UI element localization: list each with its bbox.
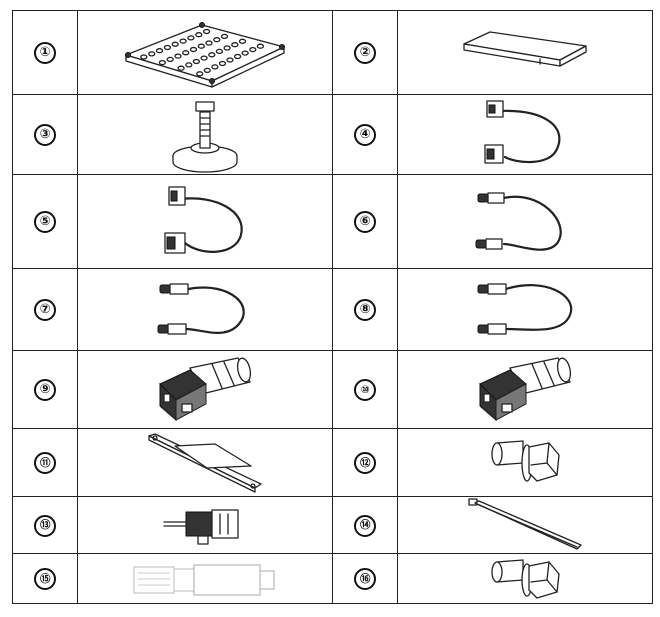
- part-label-15: ⑮: [34, 568, 56, 591]
- hex-bolt-icon: [491, 558, 560, 599]
- cable-tie-icon: [468, 498, 582, 550]
- part-number-cell: ⑪: [12, 428, 78, 497]
- part-label-12: ⑫: [354, 452, 376, 475]
- part-label-5: ⑤: [34, 210, 56, 233]
- part-image-cell: [77, 174, 333, 269]
- table-row: ⑤ ⑥: [12, 174, 653, 269]
- leveling-foot-icon: [172, 100, 238, 173]
- part-label-2: ②: [354, 41, 376, 64]
- part-label-13: ⑬: [34, 514, 56, 537]
- part-number-cell: ⑦: [12, 268, 78, 351]
- part-label-11: ⑪: [34, 452, 56, 475]
- part-image-cell: [77, 496, 333, 554]
- part-number-cell: ⑮: [12, 553, 78, 604]
- table-row: ⑮ ⑯: [12, 553, 653, 604]
- part-label-3: ③: [34, 123, 56, 146]
- part-number-cell: ⑫: [332, 428, 398, 497]
- usb-stick-icon: [133, 564, 275, 595]
- part-number-cell: ①: [12, 10, 78, 95]
- table-row: ⑦ ⑧: [12, 268, 653, 351]
- part-label-10: ⑩: [354, 379, 376, 402]
- part-number-cell: ④: [332, 94, 398, 175]
- plug-cable-icon: [477, 282, 573, 335]
- angled-motor-connector-icon: [159, 356, 252, 421]
- table-row: ③ ④: [12, 94, 653, 175]
- part-number-cell: ③: [12, 94, 78, 175]
- part-image-cell: [77, 350, 333, 429]
- part-number-cell: ⑥: [332, 174, 398, 269]
- table-row: ⑨ ⑩: [12, 350, 653, 429]
- mounting-bracket-icon: [148, 432, 262, 493]
- angled-motor-connector-icon: [479, 356, 572, 421]
- part-label-4: ④: [354, 123, 376, 146]
- part-image-cell: [77, 10, 333, 95]
- part-image-cell: [77, 553, 333, 604]
- table-row: ⑬ ⑭: [12, 496, 653, 554]
- terminal-connector-icon: [163, 509, 239, 545]
- part-label-8: ⑧: [354, 298, 376, 321]
- table-row: ⑪ ⑫: [12, 428, 653, 497]
- part-label-16: ⑯: [354, 568, 376, 591]
- part-number-cell: ⑨: [12, 350, 78, 429]
- part-label-9: ⑨: [34, 378, 56, 401]
- part-label-14: ⑭: [354, 514, 376, 537]
- part-label-1: ①: [34, 41, 56, 64]
- part-image-cell: [397, 428, 653, 497]
- part-image-cell: [397, 350, 653, 429]
- parts-table: ① ② ③: [12, 10, 653, 604]
- hex-bolt-icon: [491, 439, 560, 482]
- part-number-cell: ⑧: [332, 268, 398, 351]
- part-image-cell: [77, 94, 333, 175]
- part-image-cell: [397, 174, 653, 269]
- part-number-cell: ⑭: [332, 496, 398, 554]
- part-image-cell: [397, 496, 653, 554]
- part-image-cell: [77, 268, 333, 351]
- part-image-cell: [397, 10, 653, 95]
- plug-cable-icon: [475, 191, 562, 251]
- part-label-7: ⑦: [34, 298, 56, 321]
- part-image-cell: [77, 428, 333, 497]
- part-number-cell: ⑤: [12, 174, 78, 269]
- flat-plate-icon: [463, 30, 587, 67]
- connector-cable-icon: [484, 99, 561, 164]
- part-number-cell: ②: [332, 10, 398, 95]
- perforated-panel-icon: [125, 21, 285, 88]
- part-number-cell: ⑬: [12, 496, 78, 554]
- part-label-6: ⑥: [354, 210, 376, 233]
- part-number-cell: ⑯: [332, 553, 398, 604]
- part-number-cell: ⑩: [332, 350, 398, 429]
- part-image-cell: [397, 553, 653, 604]
- part-image-cell: [397, 94, 653, 175]
- part-image-cell: [397, 268, 653, 351]
- table-row: ① ②: [12, 10, 653, 95]
- plug-cable-icon: [157, 282, 245, 335]
- connector-cable-icon: [164, 185, 243, 254]
